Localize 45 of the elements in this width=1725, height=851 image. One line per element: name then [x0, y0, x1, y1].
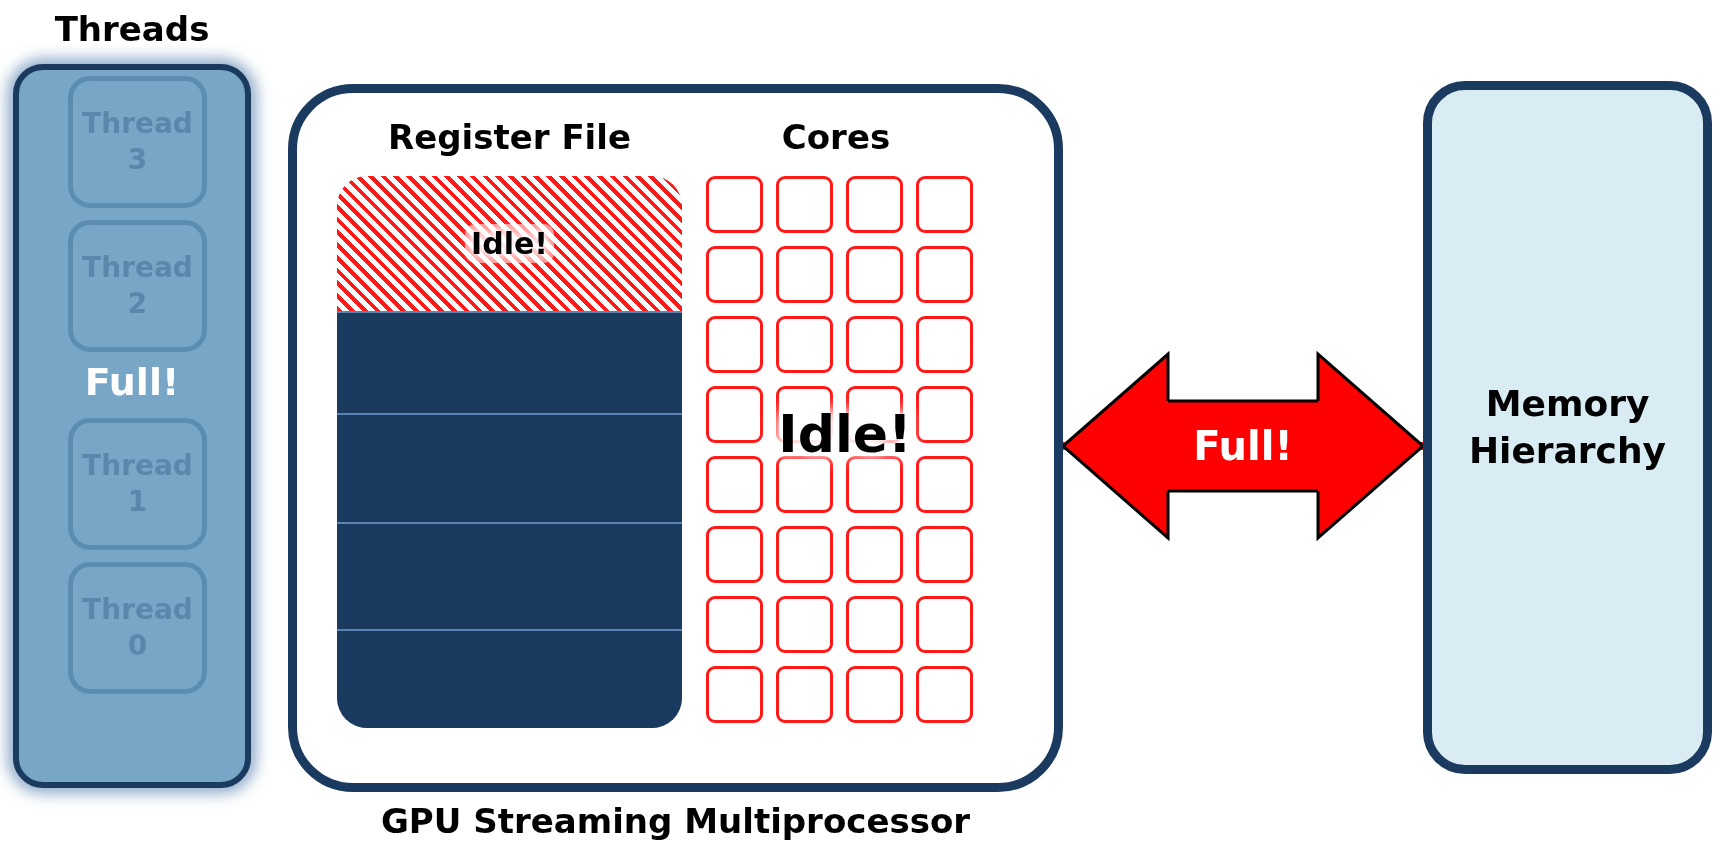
edge-label: Full! [1193, 423, 1293, 469]
register-file-title: Register File [388, 118, 631, 158]
core-box [776, 316, 833, 373]
register-row [337, 629, 682, 728]
idle-register-area [337, 176, 682, 311]
column-title: Threads [54, 10, 210, 50]
core-box [846, 246, 903, 303]
core-box [916, 596, 973, 653]
core-box [916, 176, 973, 233]
core-box [776, 596, 833, 653]
core-box [706, 246, 763, 303]
core-box [706, 666, 763, 723]
core-box [916, 666, 973, 723]
core-box [916, 526, 973, 583]
core-box [916, 316, 973, 373]
status-label: Full! [84, 361, 180, 405]
thread-box [68, 418, 207, 550]
core-box [776, 526, 833, 583]
register-row [337, 311, 682, 413]
register-row [337, 522, 682, 629]
core-box [706, 176, 763, 233]
core-box [706, 526, 763, 583]
section-title: Cores [781, 118, 891, 158]
core-box [706, 456, 763, 513]
thread-box [68, 76, 207, 208]
memory-label: Memory Hierarchy [1467, 381, 1668, 473]
core-box [776, 666, 833, 723]
core-box [846, 526, 903, 583]
core-box [916, 456, 973, 513]
core-box [846, 596, 903, 653]
thread-box [68, 220, 207, 352]
core-box [706, 316, 763, 373]
register-row [337, 413, 682, 522]
multiprocessor-caption: GPU Streaming Multiprocessor [380, 802, 971, 842]
core-box [916, 386, 973, 443]
core-box [706, 596, 763, 653]
core-box [846, 176, 903, 233]
memory-box [1423, 81, 1712, 774]
core-box [846, 666, 903, 723]
core-box [776, 246, 833, 303]
thread-box [68, 562, 207, 694]
core-box [916, 246, 973, 303]
core-box [846, 316, 903, 373]
core-box [706, 386, 763, 443]
core-box [776, 176, 833, 233]
